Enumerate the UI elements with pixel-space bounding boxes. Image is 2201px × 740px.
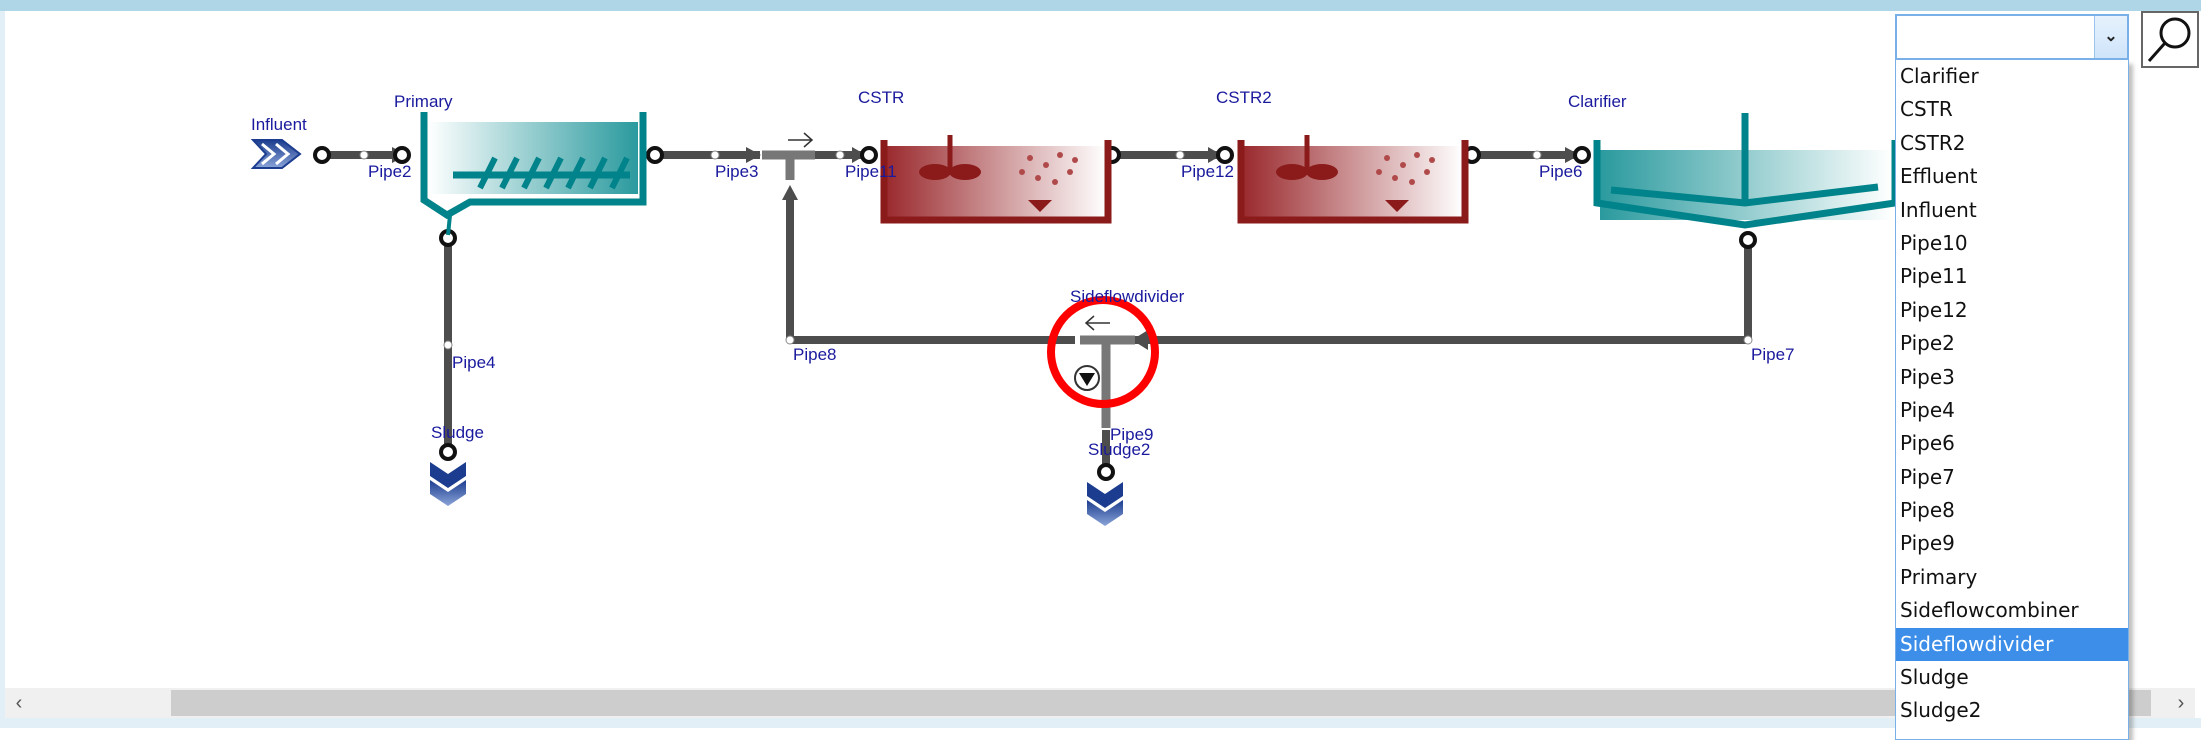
dropdown-option[interactable]: Pipe4: [1900, 397, 1955, 422]
primary-label: Primary: [394, 92, 453, 111]
pipe8-label: Pipe8: [793, 345, 836, 364]
dropdown-option[interactable]: Sideflowcombiner: [1900, 598, 2079, 623]
influent-label: Influent: [251, 115, 307, 134]
dropdown-option[interactable]: Pipe6: [1900, 431, 1955, 456]
cstr2-label: CSTR2: [1216, 88, 1272, 107]
scroll-left-icon[interactable]: ‹: [15, 692, 23, 714]
dropdown-option[interactable]: Pipe11: [1900, 264, 1968, 289]
dropdown-option[interactable]: Pipe7: [1900, 464, 1955, 489]
flow-right-arrow-icon: [788, 132, 814, 148]
connection-ports: [313, 146, 1757, 481]
primary-tank-icon[interactable]: [420, 112, 647, 236]
dropdown-option[interactable]: Sludge: [1900, 665, 1969, 690]
sideflowdivider-label: Sideflowdivider: [1070, 287, 1185, 306]
magnifier-icon: [2147, 17, 2191, 62]
sideflowdivider-icon[interactable]: [1080, 315, 1135, 428]
dropdown-option[interactable]: Pipe8: [1900, 498, 1955, 523]
dropdown-option[interactable]: Influent: [1900, 197, 1977, 222]
unit-selector-combobox[interactable]: ⌄: [1895, 14, 2129, 60]
sideflowcombiner-icon[interactable]: [762, 132, 815, 180]
pipe12-label: Pipe12: [1181, 162, 1234, 181]
pipe9-label: Pipe9: [1110, 425, 1153, 444]
dropdown-option[interactable]: Pipe10: [1900, 230, 1968, 255]
pump-icon[interactable]: [1074, 365, 1100, 391]
pipe7-label: Pipe7: [1751, 345, 1794, 364]
dropdown-option[interactable]: Pipe9: [1900, 531, 1955, 556]
clarifier-label: Clarifier: [1568, 92, 1627, 111]
influent-icon[interactable]: [250, 139, 302, 169]
sludge-icon[interactable]: [430, 462, 466, 506]
dropdown-option[interactable]: CSTR2: [1900, 130, 1966, 155]
pipe4-label: Pipe4: [452, 353, 495, 372]
flow-left-arrow-icon: [1084, 315, 1110, 331]
clarifier-tank-icon[interactable]: [1593, 113, 1899, 229]
sludge-label: Sludge: [431, 423, 484, 442]
dropdown-option[interactable]: Pipe2: [1900, 331, 1955, 356]
dropdown-option[interactable]: Sideflowdivider: [1896, 627, 2128, 662]
window-top-border: [0, 0, 2201, 11]
sludge2-label: Sludge2: [1088, 440, 1150, 459]
dropdown-option[interactable]: Sludge2: [1900, 698, 1982, 723]
dropdown-option[interactable]: Pipe12: [1900, 297, 1968, 322]
sludge2-icon[interactable]: [1087, 482, 1123, 526]
selection-highlight-circle: [1047, 296, 1159, 408]
cstr-label: CSTR: [858, 88, 904, 107]
dropdown-option[interactable]: Pipe3: [1900, 364, 1955, 389]
pipe6-label: Pipe6: [1539, 162, 1582, 181]
scroll-right-icon[interactable]: ›: [2177, 692, 2185, 714]
cstr2-tank-icon[interactable]: [1237, 135, 1469, 224]
horizontal-scrollbar[interactable]: ‹ ›: [5, 688, 2195, 718]
chevron-down-icon[interactable]: ⌄: [2094, 16, 2127, 58]
dropdown-option[interactable]: Primary: [1900, 564, 1978, 589]
pipe11-label: Pipe11: [845, 162, 897, 181]
dropdown-option[interactable]: Effluent: [1900, 164, 1978, 189]
scrollbar-thumb[interactable]: [171, 690, 2151, 716]
window-left-border: [0, 11, 5, 718]
pipe3-label: Pipe3: [715, 162, 758, 181]
dropdown-option[interactable]: CSTR: [1900, 97, 1953, 122]
cstr-tank-icon[interactable]: [880, 135, 1112, 224]
dropdown-option[interactable]: Clarifier: [1900, 64, 1979, 88]
pipe2-label: Pipe2: [368, 162, 411, 181]
window-bottom-border: [0, 718, 2201, 728]
search-button[interactable]: [2141, 11, 2199, 68]
